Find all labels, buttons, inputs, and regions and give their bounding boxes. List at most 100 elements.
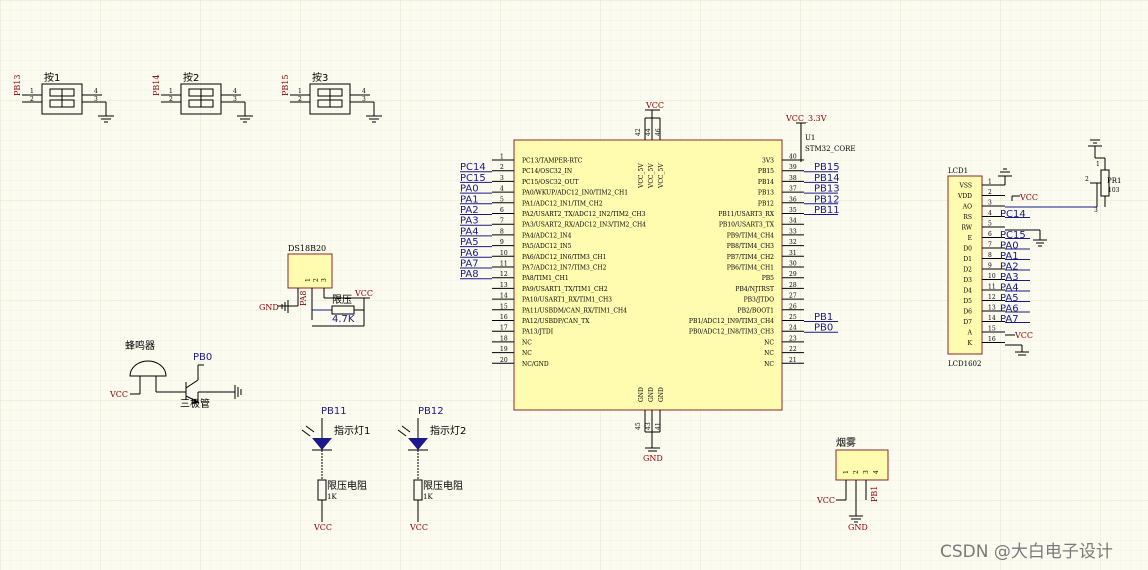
net-label: PA8 xyxy=(460,269,479,280)
led-icon xyxy=(312,438,332,450)
res-value: 4.7K xyxy=(332,314,355,325)
mcu-pin-name: PA3/USART2_RX/ADC12_IN3/TIM2_CH4 xyxy=(522,222,646,229)
mcu-pin-name: GND xyxy=(648,387,655,402)
lcd-pin-number: 12 xyxy=(988,294,996,301)
mcu-pin-number: 29 xyxy=(789,271,797,278)
mcu-left-pins: 1PC13/TAMPER-RTC2PC14/OSC32_INPC143PC15/… xyxy=(460,154,646,368)
lcd-pin-name: VSS xyxy=(959,183,972,190)
lcd-pin-number: 13 xyxy=(988,305,996,312)
mcu-pin-number: 16 xyxy=(500,314,508,321)
buzzer-vcc: VCC xyxy=(109,390,128,399)
mcu-pin-name: PA8/TIM1_CH1 xyxy=(522,275,569,282)
button-net-label: PB14 xyxy=(152,75,161,96)
mcu-pin-name: PB6/TIM4_CH1 xyxy=(727,265,774,272)
lcd-pin-name: D1 xyxy=(963,256,972,263)
pin-number: 3 xyxy=(233,96,237,103)
mcu-pin-name: PB8/TIM4_CH3 xyxy=(727,243,774,250)
mcu-pin-name: PA13/JTDI xyxy=(522,329,554,336)
button-net-label: PB13 xyxy=(13,75,22,96)
net-label: PC15 xyxy=(460,173,486,184)
lcd-part: LCD1602 xyxy=(948,360,981,368)
lcd-pin-number: 7 xyxy=(988,242,992,249)
pin-number: 2 xyxy=(169,96,173,103)
mcu-pin-name: 3V3 xyxy=(762,158,774,165)
mcu-pin-name: PB4/NJTRST xyxy=(735,286,774,293)
mcu-pin-number: 24 xyxy=(789,325,797,332)
lcd-pin-number: 6 xyxy=(988,231,992,238)
mcu-part: STM32_CORE xyxy=(805,145,856,153)
mcu-pin-number: 33 xyxy=(789,228,797,235)
mcu-pin-number: 31 xyxy=(789,250,797,257)
mcu-pin-name: NC xyxy=(522,350,532,357)
mcu-pin-name: PC15/OSC32_OUT xyxy=(522,179,579,186)
mcu-pin-number: 32 xyxy=(789,239,797,246)
mcu-pin-number: 18 xyxy=(500,335,508,342)
mcu-pin-name: PA9/USART1_TX/TIM1_CH2 xyxy=(522,286,608,293)
pin-number: 1 xyxy=(30,88,34,95)
mcu-pin-number: 46 xyxy=(655,128,662,136)
smoke-body xyxy=(835,449,889,481)
lcd-pin-number: 11 xyxy=(988,284,996,291)
pin-number: 3 xyxy=(321,278,328,282)
mcu-pin-name: PA0/WKUP/ADC12_IN0/TIM2_CH1 xyxy=(522,190,628,197)
pin-number: 3 xyxy=(94,96,98,103)
mcu-pin-name: GND xyxy=(638,387,645,402)
pin-number: 4 xyxy=(362,88,366,95)
mcu-pin-number: 13 xyxy=(500,282,508,289)
led-res-label: 限压电阻 xyxy=(327,479,367,492)
button-name: 按2 xyxy=(183,71,199,84)
net-label: PA5 xyxy=(460,237,479,248)
smoke-net: PB1 xyxy=(870,486,879,502)
mcu-pin-name: PB11/USART3_RX xyxy=(718,211,774,218)
gnd-label: GND xyxy=(643,454,663,463)
net-label: PB0 xyxy=(814,323,833,334)
mcu-pin-name: PB9/TIM4_CH4 xyxy=(727,232,774,239)
mcu-pin-name: PB13 xyxy=(758,190,774,197)
pin-number: 2 xyxy=(313,278,320,282)
pin-number: 2 xyxy=(853,470,860,474)
lcd-pin-name: D7 xyxy=(963,319,972,326)
pin-number: 2 xyxy=(298,96,302,103)
lcd-pin-number: 9 xyxy=(988,263,992,270)
net-label: PA3 xyxy=(460,216,479,227)
lcd-pin-number: 15 xyxy=(988,326,996,333)
led-vcc: VCC xyxy=(409,523,428,532)
buzzer-icon xyxy=(129,360,167,377)
mcu-pin-number: 1 xyxy=(500,154,504,161)
led-2: PB12 指示灯2 限压电阻 1K VCC xyxy=(397,406,466,532)
lcd-pin-number: 3 xyxy=(988,200,992,207)
button-net-label: PB15 xyxy=(281,75,290,96)
lcd-pin-number: 2 xyxy=(988,189,992,196)
potentiometer-pr1: 1 2 3 PR1 103 xyxy=(1085,139,1121,214)
mcu-pin-number: 15 xyxy=(500,303,508,310)
ds18b20-name: DS18B20 xyxy=(288,244,326,253)
mcu-pin-number: 5 xyxy=(500,196,504,203)
net-label: PA2 xyxy=(1000,262,1019,273)
mcu-pin-name: PA11/USBDM/CAN_RX/TIM1_CH4 xyxy=(522,307,627,314)
lcd-pin-name: D4 xyxy=(963,288,972,295)
button-name: 按3 xyxy=(312,71,328,84)
net-label: PA6 xyxy=(1000,304,1019,315)
lcd-pin-number: 8 xyxy=(988,252,992,259)
mcu-pin-name: PA10/USART1_RX/TIM1_CH3 xyxy=(522,297,612,304)
net-label: PC15 xyxy=(1000,230,1026,241)
mcu-pin-number: 38 xyxy=(789,175,797,182)
lcd-pin-name: VDD xyxy=(957,193,972,200)
mcu-pin-number: 28 xyxy=(789,282,797,289)
mcu-pin-number: 8 xyxy=(500,228,504,235)
lcd-pin-name: D2 xyxy=(963,267,972,274)
mcu-pin-number: 3 xyxy=(500,175,504,182)
mcu-pin-number: 21 xyxy=(789,357,797,364)
mcu-pin-name: PA2/USART2_TX/ADC12_IN2/TIM2_CH3 xyxy=(522,211,646,218)
mcu-pin-name: NC/GND xyxy=(522,361,549,368)
led-net: PB11 xyxy=(321,406,347,417)
mcu-pin-name: PA4/ADC12_IN4 xyxy=(522,232,572,239)
pin-number: 1 xyxy=(843,470,850,474)
led-net: PB12 xyxy=(418,406,444,417)
ds18b20-vcc: VCC xyxy=(354,289,373,298)
mcu-pin-number: 9 xyxy=(500,239,504,246)
